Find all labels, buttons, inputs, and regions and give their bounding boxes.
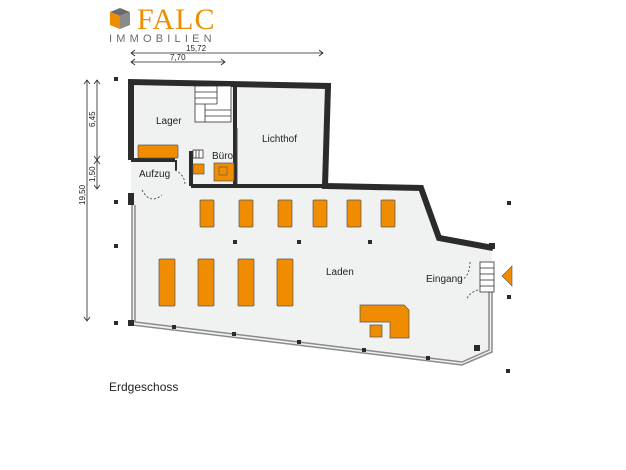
- room-label-buero: Büro: [212, 151, 234, 162]
- rack-4: [276, 258, 294, 307]
- storage-shelf: [137, 144, 179, 159]
- glass-facade: [131, 205, 493, 366]
- logo-subtitle: IMMOBILIEN: [109, 33, 216, 45]
- rack-3: [237, 258, 255, 307]
- dimension-lines: [83, 49, 324, 322]
- sales-counter: [359, 304, 410, 339]
- logo-wordmark: FALC: [137, 3, 216, 36]
- room-label-eingang: Eingang: [426, 274, 463, 285]
- elevator-box: [133, 162, 175, 184]
- interior-walls: [131, 84, 327, 188]
- rack-2: [197, 258, 215, 307]
- counter-chair: [369, 324, 383, 338]
- office-desk: [192, 163, 205, 175]
- dim-total-depth: 19,50: [78, 184, 87, 205]
- columns: [114, 77, 511, 373]
- dim-elevator-depth: 1,50: [88, 166, 97, 182]
- dim-total-width: 15,72: [186, 44, 207, 53]
- floor-area: [131, 82, 492, 365]
- elevator-door-icon: [141, 169, 186, 200]
- rack-1: [158, 258, 176, 307]
- shelf-5: [346, 199, 362, 228]
- room-label-laden: Laden: [326, 267, 354, 278]
- logo-mark: [110, 8, 130, 29]
- shelf-3: [277, 199, 293, 228]
- stairs-icon: [194, 85, 232, 123]
- dim-upper-width: 7,70: [170, 53, 186, 62]
- room-label-lager: Lager: [156, 116, 182, 127]
- shelf-1: [199, 199, 215, 228]
- shelf-6: [380, 199, 396, 228]
- dim-storage-depth: 6,45: [88, 111, 97, 127]
- office-cabinet: [213, 162, 235, 182]
- furniture: [137, 144, 410, 339]
- floor-label: Erdgeschoss: [109, 380, 179, 394]
- office-stairs-icon: [192, 149, 204, 159]
- shelf-2: [238, 199, 254, 228]
- entrance-arrow-icon: [501, 265, 513, 287]
- room-label-aufzug: Aufzug: [139, 169, 170, 180]
- shelf-4: [312, 199, 328, 228]
- entrance-door-icon: [461, 261, 495, 301]
- room-label-lichthof: Lichthof: [262, 134, 297, 145]
